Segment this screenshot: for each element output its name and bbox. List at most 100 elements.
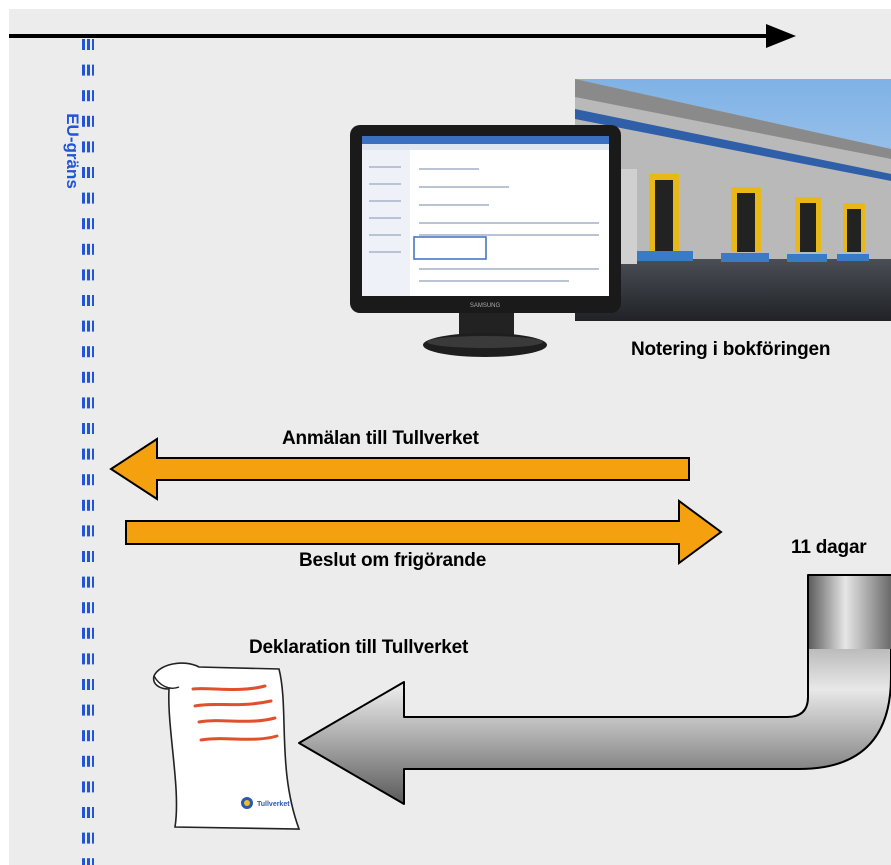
eu-border-dash <box>92 448 94 460</box>
eu-border-dash <box>92 781 94 793</box>
eu-border-dash <box>87 243 90 255</box>
eu-border-dash <box>92 371 94 383</box>
eu-border-dash <box>87 141 90 153</box>
eu-border-dash <box>92 320 94 332</box>
eu-border-dash <box>82 192 85 204</box>
eu-border-dash <box>92 576 94 588</box>
eu-border-dash <box>82 423 85 434</box>
eu-border-dash <box>87 39 90 50</box>
eu-border-dash <box>92 269 94 281</box>
label-notification: Anmälan till Tullverket <box>282 428 479 449</box>
eu-border-dash <box>87 167 90 178</box>
label-days: 11 dagar <box>791 537 867 558</box>
eu-border-dash <box>82 730 85 742</box>
eu-border-dash <box>87 832 90 844</box>
eu-border-dash <box>82 551 85 562</box>
eu-border-dash <box>87 397 90 409</box>
eu-border-dash <box>92 602 94 614</box>
eu-border-dash <box>92 423 94 434</box>
eu-border-dash <box>87 192 90 204</box>
eu-border-dash <box>82 167 85 178</box>
eu-border-dash <box>82 39 85 50</box>
eu-border-dash <box>92 499 94 511</box>
eu-border-dash <box>87 320 90 332</box>
eu-border-dash <box>87 64 90 76</box>
eu-border-dash <box>92 755 94 767</box>
eu-border-dash <box>82 499 85 511</box>
eu-border-dash <box>92 474 94 486</box>
eu-border-dash <box>82 576 85 588</box>
eu-border-dash <box>82 653 85 665</box>
eu-border-dash <box>82 832 85 844</box>
orange-arrow-right <box>125 499 723 565</box>
label-bookkeeping: Notering i bokföringen <box>631 339 831 360</box>
orange-arrow-left <box>109 437 690 501</box>
eu-border-dash <box>92 397 94 409</box>
eu-border-dash <box>92 551 94 562</box>
eu-border-dash <box>92 704 94 716</box>
eu-border-dash <box>92 243 94 255</box>
eu-border-dash <box>87 704 90 716</box>
eu-border-dash <box>82 320 85 332</box>
eu-border-dash <box>87 858 90 865</box>
eu-border-dash <box>82 807 85 818</box>
eu-border-dash <box>92 679 94 690</box>
eu-border-line <box>82 39 94 865</box>
eu-border-dash <box>92 192 94 204</box>
eu-border-dash <box>82 525 85 537</box>
eu-border-dash <box>82 295 85 306</box>
eu-border-dash <box>92 627 94 639</box>
eu-border-dash <box>87 423 90 434</box>
eu-border-dash <box>87 807 90 818</box>
eu-border-dash <box>82 679 85 690</box>
document-scroll-icon: Tullverket <box>152 662 301 830</box>
eu-border-dash <box>82 141 85 153</box>
eu-border-dash <box>82 858 85 865</box>
eu-border-dash <box>87 90 90 102</box>
eu-border-dash <box>92 90 94 102</box>
eu-border-dash <box>87 551 90 562</box>
eu-border-dash <box>92 730 94 742</box>
eu-border-dash <box>82 781 85 793</box>
eu-border-dash <box>92 295 94 306</box>
eu-border-dash <box>92 64 94 76</box>
eu-border-dash <box>87 115 90 127</box>
eu-border-dash <box>87 627 90 639</box>
eu-border-label: EU-gräns <box>63 113 82 189</box>
eu-border-dash <box>92 167 94 178</box>
eu-border-dash <box>82 448 85 460</box>
monitor-brand: SAMSUNG <box>470 303 501 309</box>
eu-border-dash <box>92 346 94 358</box>
eu-border-dash <box>87 346 90 358</box>
label-release: Beslut om frigörande <box>299 550 487 571</box>
eu-border-dash <box>87 755 90 767</box>
label-declaration: Deklaration till Tullverket <box>249 637 469 658</box>
grey-curved-arrow <box>298 574 891 805</box>
eu-border-dash <box>82 397 85 409</box>
eu-border-dash <box>82 474 85 486</box>
eu-border-dash <box>92 832 94 844</box>
eu-border-dash <box>82 243 85 255</box>
computer-monitor-icon: SAMSUNG <box>350 125 621 357</box>
eu-border-dash <box>87 576 90 588</box>
timeline-arrow <box>9 24 796 48</box>
eu-border-dash <box>92 218 94 230</box>
document-logo-text: Tullverket <box>257 801 290 808</box>
eu-border-dash <box>92 807 94 818</box>
eu-border-dash <box>82 755 85 767</box>
eu-border-dash <box>82 371 85 383</box>
eu-border-dash <box>87 730 90 742</box>
eu-border-dash <box>87 218 90 230</box>
eu-border-dash <box>87 653 90 665</box>
eu-border-dash <box>87 499 90 511</box>
eu-border-dash <box>82 90 85 102</box>
warehouse-photo <box>575 79 891 321</box>
eu-border-dash <box>87 295 90 306</box>
eu-border-dash <box>87 525 90 537</box>
eu-border-dash <box>87 781 90 793</box>
eu-border-dash <box>87 602 90 614</box>
eu-border-dash <box>82 64 85 76</box>
eu-border-dash <box>87 269 90 281</box>
diagram-graphics: SAMSUNG Tullverket <box>9 24 891 865</box>
diagram-canvas: SAMSUNG Tullverket EU-gräns Notering i b… <box>9 9 891 865</box>
